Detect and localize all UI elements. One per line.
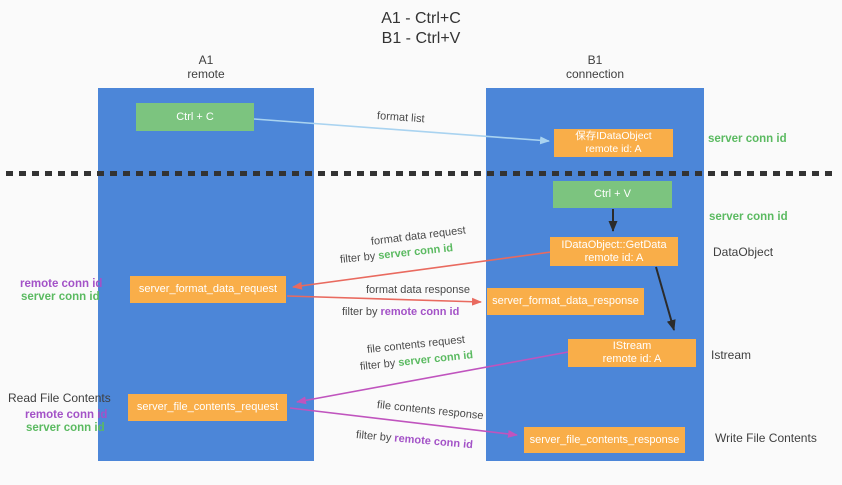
label-server-conn-id-right-mid: server conn id xyxy=(709,211,788,223)
remote-conn-id-text: remote conn id xyxy=(380,306,460,318)
diagram-title: A1 - Ctrl+C B1 - Ctrl+V xyxy=(0,9,842,49)
node-ctrl-c: Ctrl + C xyxy=(136,103,254,131)
node-getdata-line2: remote id: A xyxy=(584,251,644,264)
label-remote-conn-id-left-1: remote conn id xyxy=(20,278,103,290)
node-file-response-label: server_file_contents_response xyxy=(529,433,680,446)
server-conn-id-text: server conn id xyxy=(397,349,474,369)
filter-by-text: filter by xyxy=(355,429,392,445)
label-file-contents-response: file contents response xyxy=(376,399,485,423)
column-a-title: A1 xyxy=(198,53,214,67)
node-format-response-label: server_format_data_response xyxy=(492,295,639,307)
label-read-file-contents: Read File Contents xyxy=(8,391,111,405)
session-divider xyxy=(6,171,836,176)
remote-conn-id-text: remote conn id xyxy=(393,432,474,452)
node-ctrl-v: Ctrl + V xyxy=(553,181,672,208)
node-istream-line2: remote id: A xyxy=(602,353,662,365)
node-save-idataobject-line2: remote id: A xyxy=(585,143,642,155)
node-server-file-contents-request: server_file_contents_request xyxy=(128,394,287,421)
node-file-request-label: server_file_contents_request xyxy=(136,401,279,413)
node-save-idataobject: 保存IDataObject remote id: A xyxy=(554,129,673,157)
filter-by-text: filter by xyxy=(359,357,396,373)
node-ctrl-c-label: Ctrl + C xyxy=(176,110,214,123)
column-a-header: A1 remote xyxy=(98,53,314,81)
node-server-file-contents-response: server_file_contents_response xyxy=(524,427,685,453)
arrow-format-data-response xyxy=(286,295,482,306)
node-save-idataobject-line1: 保存IDataObject xyxy=(575,130,652,142)
node-server-format-data-request: server_format_data_request xyxy=(130,276,286,303)
label-remote-conn-id-left-2: remote conn id xyxy=(25,409,108,421)
label-server-conn-id-left-1: server conn id xyxy=(21,291,100,303)
column-b-header: B1 connection xyxy=(486,53,704,81)
node-format-request-label: server_format_data_request xyxy=(138,283,278,295)
label-server-conn-id-right-top: server conn id xyxy=(708,133,787,145)
title-line-a1: A1 - Ctrl+C xyxy=(381,10,461,27)
filter-by-text: filter by xyxy=(342,306,378,318)
node-getdata-line1: IDataObject::GetData xyxy=(561,238,667,251)
node-istream: IStream remote id: A xyxy=(568,339,696,367)
label-istream: Istream xyxy=(711,348,752,362)
label-format-data-response: format data response xyxy=(366,284,470,296)
label-server-conn-id-left-2: server conn id xyxy=(26,422,105,434)
column-b-title: B1 xyxy=(587,53,603,67)
column-a-subtitle: remote xyxy=(187,67,225,81)
column-b-subtitle: connection xyxy=(565,67,625,81)
node-ctrl-v-label: Ctrl + V xyxy=(594,188,631,200)
node-istream-line1: IStream xyxy=(612,340,652,352)
filter-by-text: filter by xyxy=(339,250,376,266)
node-server-format-data-response: server_format_data_response xyxy=(487,288,644,315)
label-write-file-contents: Write File Contents xyxy=(715,431,817,445)
label-dataobject: DataObject xyxy=(713,245,774,259)
label-format-list: format list xyxy=(376,110,425,126)
node-idataobject-getdata: IDataObject::GetData remote id: A xyxy=(550,237,678,266)
title-line-b1: B1 - Ctrl+V xyxy=(381,30,461,47)
